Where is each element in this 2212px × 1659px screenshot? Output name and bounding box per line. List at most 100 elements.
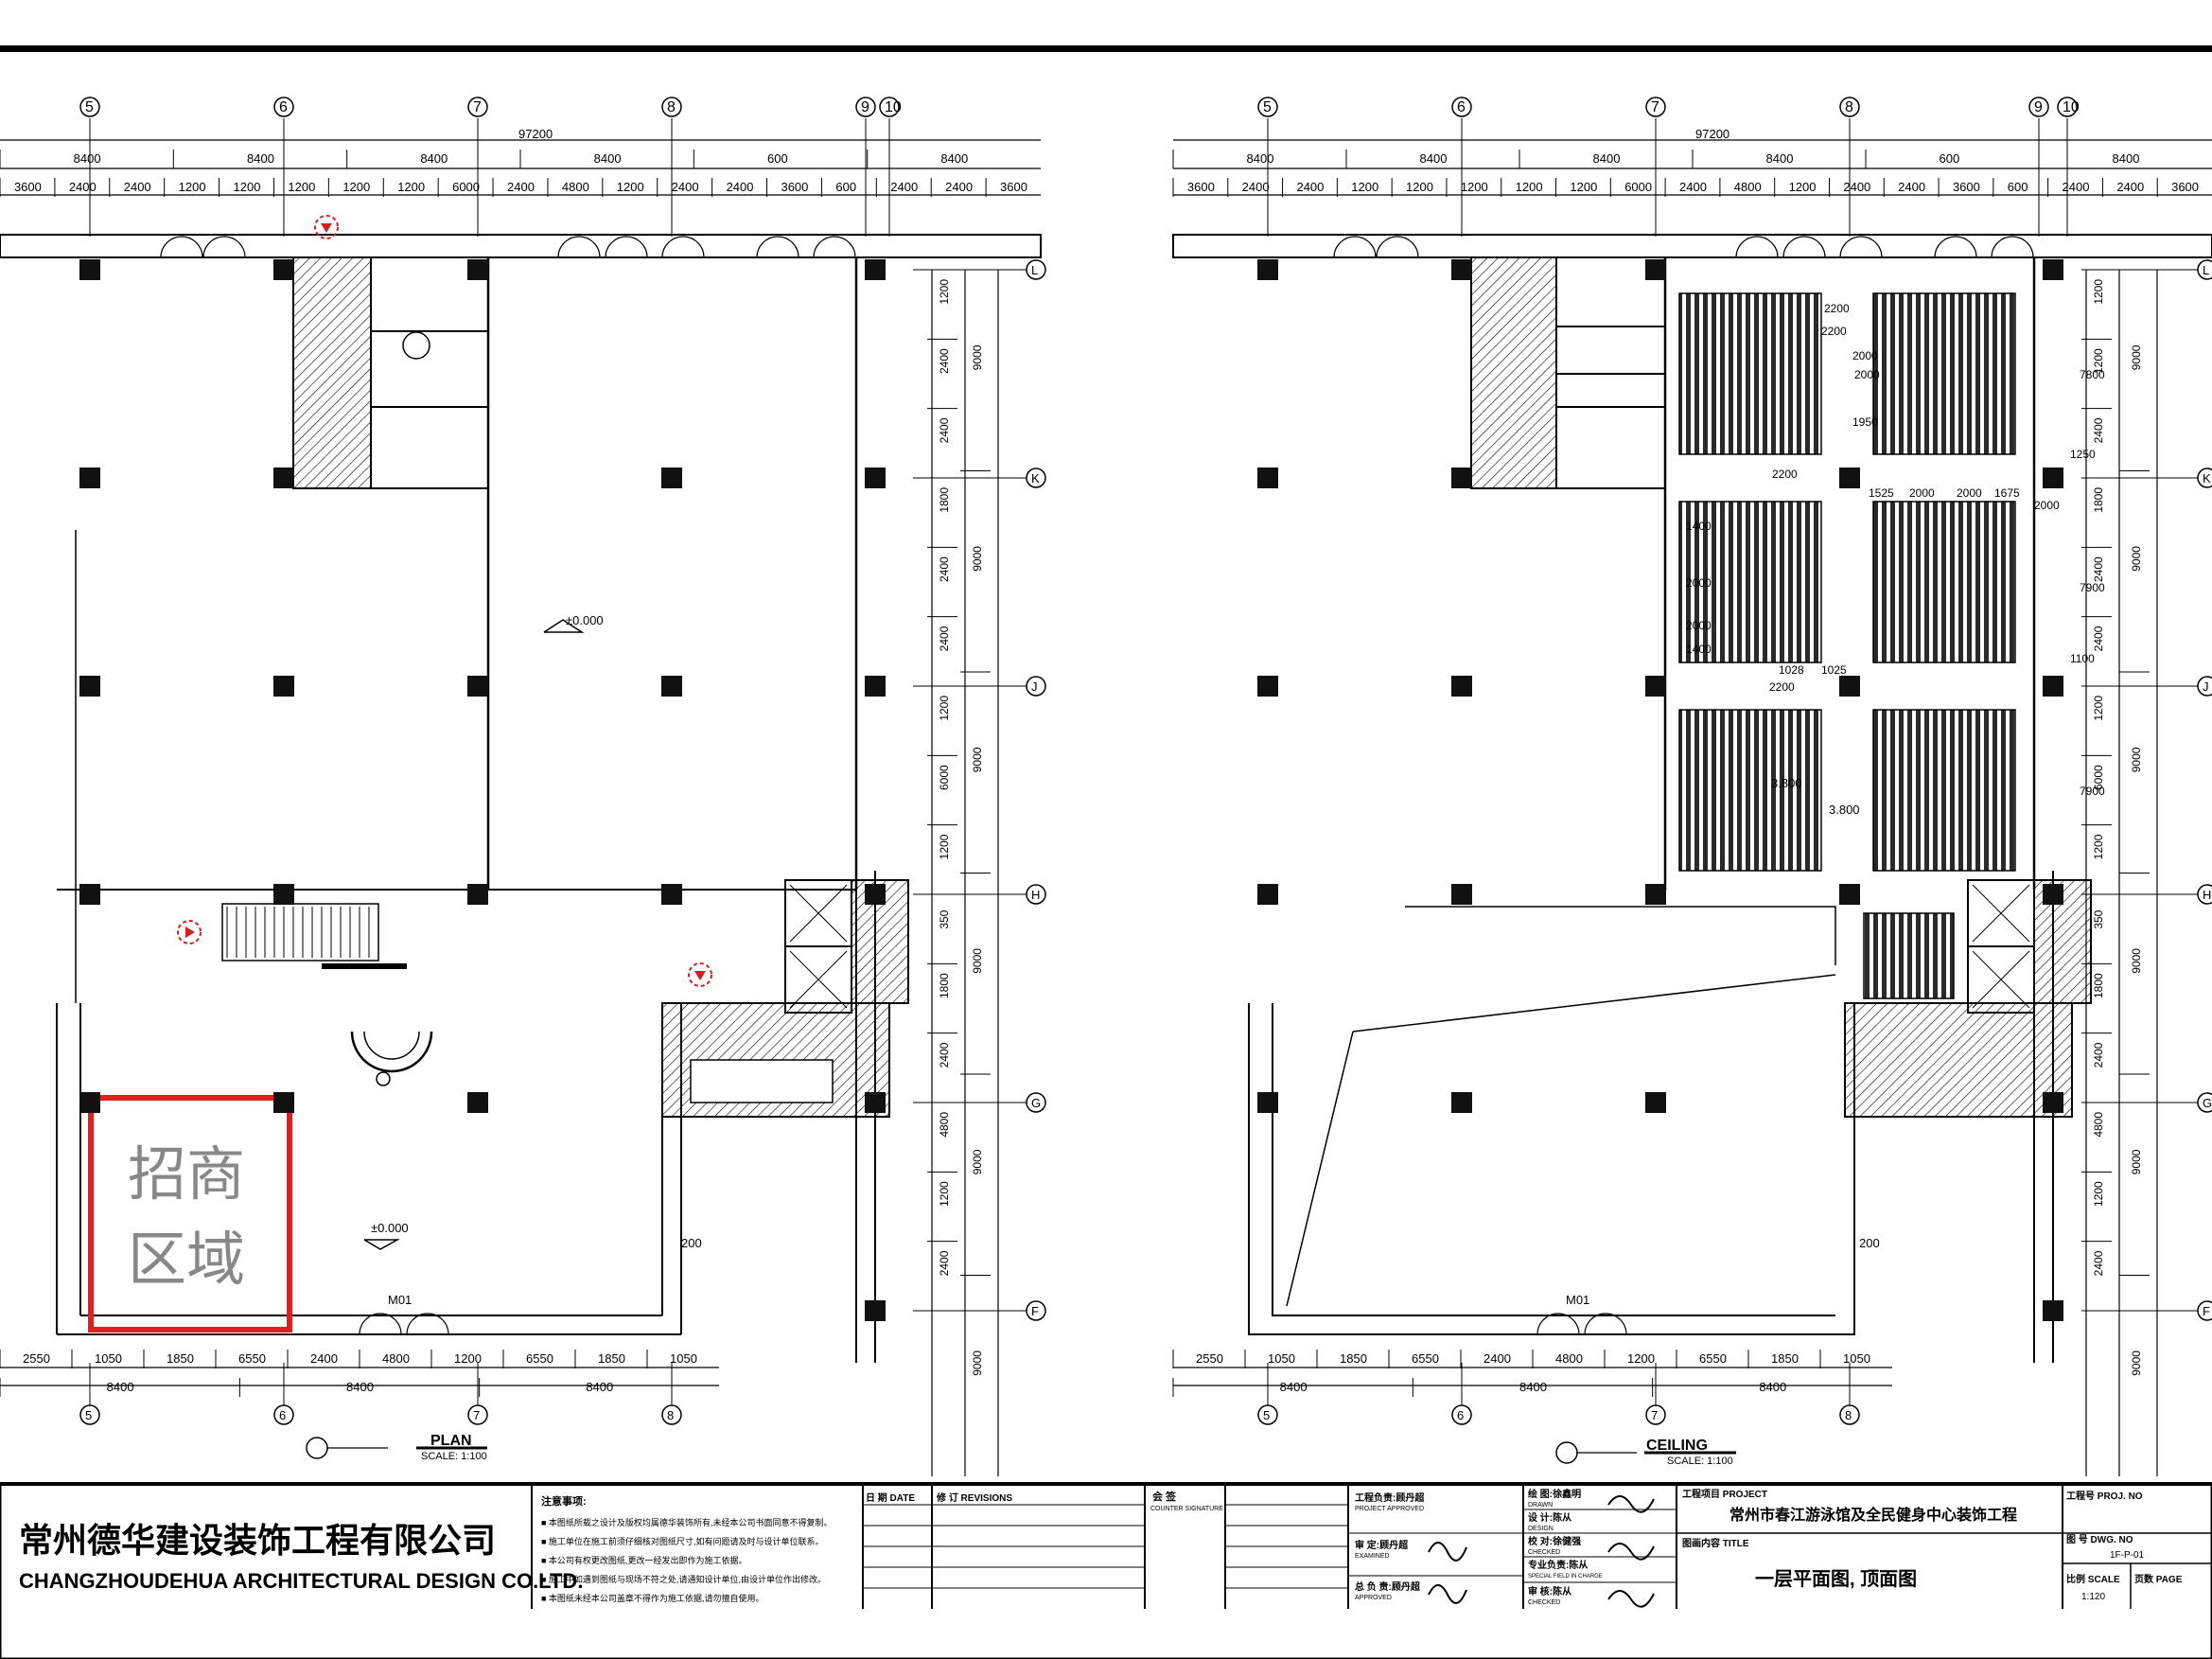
dimension-value: 2550: [23, 1351, 50, 1366]
dimension-value: 2400: [1679, 180, 1707, 194]
reception-desk: [350, 1031, 433, 1073]
dimension-value: 1850: [167, 1351, 194, 1366]
grid-label-col: 9: [2034, 99, 2043, 115]
ceiling-dimension: 2000: [1686, 576, 1712, 590]
plan-title: PLAN: [430, 1433, 472, 1449]
dimension-value: 8400: [1759, 1380, 1786, 1394]
company-name-en: CHANGZHOUDEHUA ARCHITECTURAL DESIGN CO.L…: [19, 1569, 583, 1593]
column: [273, 1092, 294, 1113]
grid-bubble-row: [1026, 468, 1046, 488]
signature-label: 会 签: [1152, 1490, 1177, 1503]
checked-label: 校 对:徐健强: [1528, 1535, 1581, 1547]
dimension-value: 2400: [507, 180, 535, 194]
grid-label-row: J: [1031, 679, 1038, 694]
grid-label-col: 8: [1845, 1408, 1852, 1422]
column: [2043, 884, 2063, 905]
dimension-value: 2400: [938, 348, 951, 374]
highlight-label-1: 招商: [128, 1142, 245, 1208]
column: [273, 676, 294, 697]
title-block: 常州德华建设装饰工程有限公司 CHANGZHOUDEHUA ARCHITECTU…: [0, 1482, 2212, 1659]
grid-bubble-row: [1026, 676, 1046, 697]
note-line: ■ 本图纸未经本公司盖章不得作为施工依据,请勿擅自使用。: [541, 1593, 764, 1603]
dimension-value: 6000: [938, 765, 951, 790]
ceiling-dimension: 2000: [1957, 486, 1982, 500]
dimension-value: 8400: [594, 151, 622, 166]
checked-en: CHECKED: [1528, 1549, 1560, 1556]
dimension-value: 1200: [938, 1181, 951, 1207]
dimension-value: 2400: [1898, 180, 1925, 194]
door-swing: [160, 236, 203, 258]
note-line: ■ 施工单位在施工前须仔细核对图纸尺寸,如有问题请及时与设计单位联系。: [541, 1536, 823, 1546]
ceiling-dimension: 1028: [1779, 663, 1804, 677]
column: [2043, 1092, 2063, 1113]
date-label: 日 期 DATE: [866, 1491, 915, 1504]
highlight-label-2: 区域: [128, 1227, 245, 1293]
column: [865, 884, 886, 905]
dimension-value: 1200: [2092, 1181, 2105, 1207]
dimension-value: 2400: [2116, 180, 2144, 194]
dimension-value: 2400: [2092, 417, 2105, 443]
notes-title: 注意事项:: [541, 1494, 587, 1508]
column: [467, 884, 488, 905]
dimension-value: 600: [767, 151, 788, 166]
grid-label-col: 6: [1457, 1408, 1464, 1422]
grid-label-col: 8: [667, 99, 676, 115]
approved-en: PROJECT APPROVED: [1355, 1506, 1424, 1512]
column: [467, 1092, 488, 1113]
dimension-value: 4800: [2092, 1112, 2105, 1138]
dimension-value: 1050: [1843, 1351, 1870, 1366]
ceiling-slat-panel: [1872, 292, 2016, 455]
dimension-value: 2400: [945, 180, 973, 194]
dimension-value: 4800: [562, 180, 589, 194]
special-en: SPECIAL FIELD IN CHARGE: [1528, 1574, 1603, 1580]
section-marker: [314, 215, 339, 239]
checked2-en: CHECKED: [1528, 1599, 1560, 1606]
grid-bubble-row: [2197, 676, 2212, 697]
dimension-value: 2400: [938, 417, 951, 443]
dimension-value: 9000: [2130, 1350, 2143, 1376]
ceiling-dimension: 2200: [1769, 680, 1795, 694]
grid-label-row: K: [1031, 471, 1040, 485]
door-swing: [1934, 236, 1977, 258]
chief-en: APPROVED: [1355, 1595, 1392, 1601]
grid-bubble-col: [855, 97, 876, 117]
door-swing: [202, 236, 246, 258]
dimension-value: 8400: [2113, 151, 2140, 166]
dimension-value: 4800: [938, 1112, 951, 1138]
column: [1451, 468, 1472, 488]
dimension-value: 1200: [938, 279, 951, 305]
dimension-value: 2400: [727, 180, 754, 194]
dimension-value: 1200: [1461, 180, 1488, 194]
dimension-value: 1200: [1627, 1351, 1655, 1366]
grid-label-row: L: [1031, 263, 1038, 277]
dimension-value: 8400: [1766, 151, 1794, 166]
section-marker: [177, 920, 202, 944]
column: [865, 1300, 886, 1321]
dimension-value: 1200: [397, 180, 425, 194]
ceiling-dimension: 2000: [2034, 499, 2060, 512]
stair-core: [292, 256, 372, 489]
grid-bubble-col: [1645, 97, 1666, 117]
grid-bubble-col: [273, 97, 294, 117]
dimension-value: 8400: [1593, 151, 1621, 166]
dimension-value: 2400: [938, 556, 951, 582]
grid-label-col: 8: [1845, 99, 1853, 115]
column: [1451, 259, 1472, 280]
dimension-value: 2400: [890, 180, 918, 194]
grid-bubble-row: [2197, 259, 2212, 280]
column: [661, 676, 682, 697]
dimension-value: 9000: [971, 948, 984, 974]
column: [1451, 884, 1472, 905]
dimension-value: 9000: [971, 747, 984, 772]
column: [865, 259, 886, 280]
ceiling-scale: SCALE: 1:100: [1667, 1456, 1733, 1467]
approved-label: 工程负责:顾丹超: [1355, 1491, 1425, 1504]
column: [1645, 884, 1666, 905]
ceiling-dimension: 2200: [1772, 468, 1798, 481]
column: [1839, 884, 1860, 905]
dimension-value: 2400: [1483, 1351, 1511, 1366]
dimension-value: 1800: [2092, 487, 2105, 513]
grid-label-col: 6: [279, 1408, 286, 1422]
dimension-value: 3600: [1953, 180, 1980, 194]
